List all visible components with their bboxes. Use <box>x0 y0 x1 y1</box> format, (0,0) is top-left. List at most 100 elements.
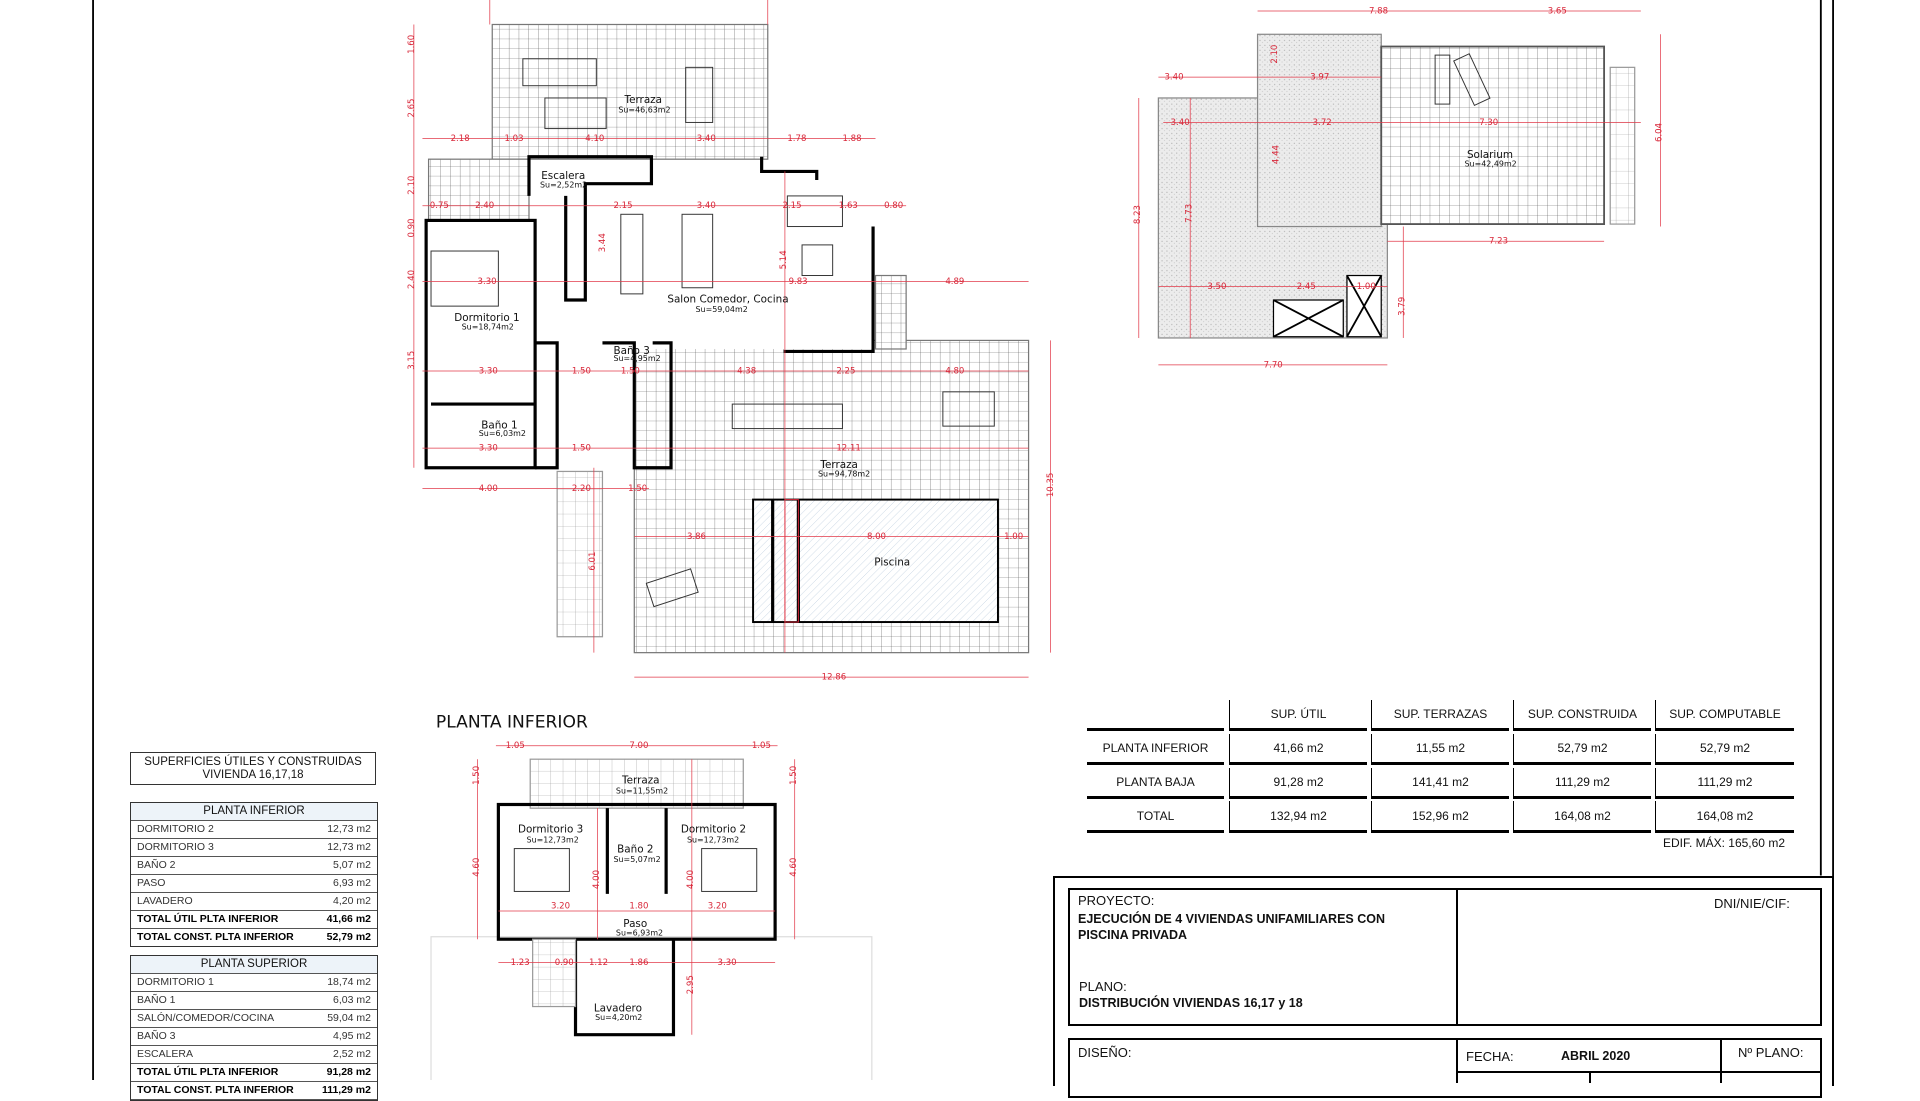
row-label-cell: PLANTA BAJA <box>1087 768 1224 799</box>
sun-lounger <box>645 568 699 608</box>
wall <box>527 155 654 302</box>
value-cell: 132,94 m2 <box>1229 801 1367 833</box>
proyecto-line2: PISCINA PRIVADA <box>1078 928 1188 942</box>
row-label-cell: PLANTA INFERIOR <box>1087 734 1224 765</box>
room-area: Su=12,73m2 <box>527 835 579 844</box>
header-cell: SUP. ÚTIL <box>1229 700 1367 731</box>
bed <box>701 848 758 892</box>
dimension-label: 4.00 <box>592 870 602 889</box>
pool <box>752 498 999 624</box>
room-label: Solarium <box>1467 149 1513 161</box>
dimension-label: 3.40 <box>1164 73 1183 83</box>
dimension-label: 3.65 <box>1548 6 1567 16</box>
dimension-label: 4.10 <box>585 134 604 144</box>
row-value: 6,93 m2 <box>333 877 371 889</box>
dimension-label: 3.50 <box>1207 282 1226 292</box>
terrace-table <box>685 66 714 123</box>
row-label: BAÑO 2 <box>137 859 176 871</box>
dimension-label: 3.20 <box>551 902 570 912</box>
header-cell: SUP. TERRAZAS <box>1371 700 1509 731</box>
value-cell: 52,79 m2 <box>1513 734 1651 765</box>
value-cell: 164,08 m2 <box>1655 801 1794 833</box>
row-label-cell: TOTAL <box>1087 801 1224 833</box>
upper-terrace <box>491 23 769 160</box>
room-area: Su=4,20m2 <box>595 1013 642 1022</box>
dimension-label: 10.35 <box>1046 473 1056 498</box>
room-area: Su=94,78m2 <box>818 469 870 478</box>
main-floor-plan <box>413 0 1051 678</box>
room-label: Dormitorio 2 <box>681 824 746 836</box>
dimension-label: 4.60 <box>789 858 799 877</box>
dimension-label: 2.15 <box>782 201 801 211</box>
dimension-label: 4.89 <box>945 277 964 287</box>
dimension-label: 2.40 <box>407 270 417 289</box>
terrace-furniture <box>522 58 597 87</box>
dimension-label: 2.10 <box>407 176 417 195</box>
side-steps <box>874 274 907 350</box>
dimension-label: 1.50 <box>572 366 591 376</box>
lower-plan-dimensions: 1.05 7.00 1.05 1.50 1.50 4.60 4.60 4.00 … <box>472 741 799 994</box>
dimension-label: 2.20 <box>572 484 591 494</box>
side-terrace <box>427 158 530 222</box>
surfaces-title-line2: VIVIENDA 16,17,18 <box>202 769 304 781</box>
dimension-label: 6.01 <box>588 552 598 571</box>
room-area: Su=11,55m2 <box>616 786 668 795</box>
dimension-label: 8.00 <box>867 532 886 542</box>
dimension-label: 1.50 <box>628 484 647 494</box>
fecha-label: FECHA: <box>1466 1049 1514 1064</box>
plano-number-label: Nº PLANO: <box>1738 1045 1804 1060</box>
dimension-label: 0.90 <box>407 218 417 237</box>
dimension-label: 1.50 <box>472 766 482 785</box>
room-area: Su=18,74m2 <box>462 322 514 331</box>
value-cell: 141,41 m2 <box>1371 768 1509 799</box>
wall <box>602 341 673 470</box>
dimension-label: 0.90 <box>555 958 574 968</box>
dimension-label: 3.79 <box>1398 297 1408 316</box>
dimension-label: 1.05 <box>506 741 525 751</box>
dimension-label: 3.40 <box>1171 118 1190 128</box>
row-value: 12,73 m2 <box>327 841 371 853</box>
value-cell: 164,08 m2 <box>1513 801 1651 833</box>
dimension-label: 4.80 <box>945 366 964 376</box>
sun-lounger <box>1453 53 1491 107</box>
header-cell-empty <box>1087 700 1224 731</box>
room-label: Escalera <box>541 170 585 182</box>
dimension-label: 3.40 <box>697 134 716 144</box>
wall <box>783 226 875 354</box>
dimension-label: 1.05 <box>752 741 771 751</box>
dimension-label: 2.45 <box>1297 282 1316 292</box>
dimension-label: 8.23 <box>1133 205 1143 224</box>
room-area: Su=6,93m2 <box>616 929 663 938</box>
dimension-label: 12.86 <box>822 673 847 683</box>
dimension-label: 3.44 <box>598 233 608 252</box>
fecha-value: ABRIL 2020 <box>1561 1049 1631 1063</box>
dimension-label: 1.23 <box>511 958 530 968</box>
plano-label: PLANO: <box>1079 979 1127 994</box>
room-label: Baño 2 <box>617 843 653 855</box>
row-value: 2,52 m2 <box>333 1048 371 1060</box>
roof-plan-dimensions: 7.88 3.65 3.40 3.97 3.40 3.72 7.30 7.23 … <box>1133 6 1665 370</box>
dimension-label: 1.12 <box>589 958 608 968</box>
dimension-label: 1.88 <box>842 134 861 144</box>
dimension-label: 3.15 <box>407 351 417 370</box>
value-cell: 152,96 m2 <box>1371 801 1509 833</box>
row-value: 41,66 m2 <box>326 913 371 925</box>
salon-floor <box>565 165 874 349</box>
dimension-label: 3.72 <box>1313 118 1332 128</box>
wall <box>760 156 819 181</box>
surfaces-title-box: SUPERFICIES ÚTILES Y CONSTRUIDAS VIVIEND… <box>130 752 376 785</box>
roof-stairs <box>1609 66 1636 225</box>
outdoor-chairs <box>731 403 843 430</box>
room-label: Terraza <box>623 94 662 106</box>
header-cell: SUP. CONSTRUIDA <box>1513 700 1651 731</box>
